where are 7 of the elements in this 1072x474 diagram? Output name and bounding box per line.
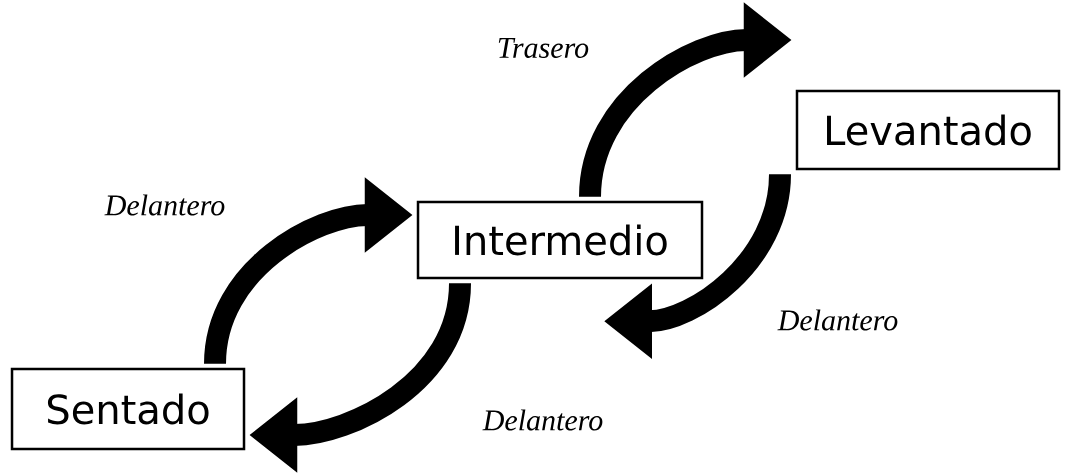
state-box: Sentado — [10, 367, 246, 451]
edge-label: Delantero — [104, 194, 225, 216]
edge-label: Trasero — [498, 38, 589, 58]
state-box: Levantado — [795, 89, 1061, 171]
state-box: Intermedio — [416, 200, 704, 280]
edge-label: Delantero — [482, 409, 603, 431]
edge-label: Delantero — [777, 309, 898, 331]
